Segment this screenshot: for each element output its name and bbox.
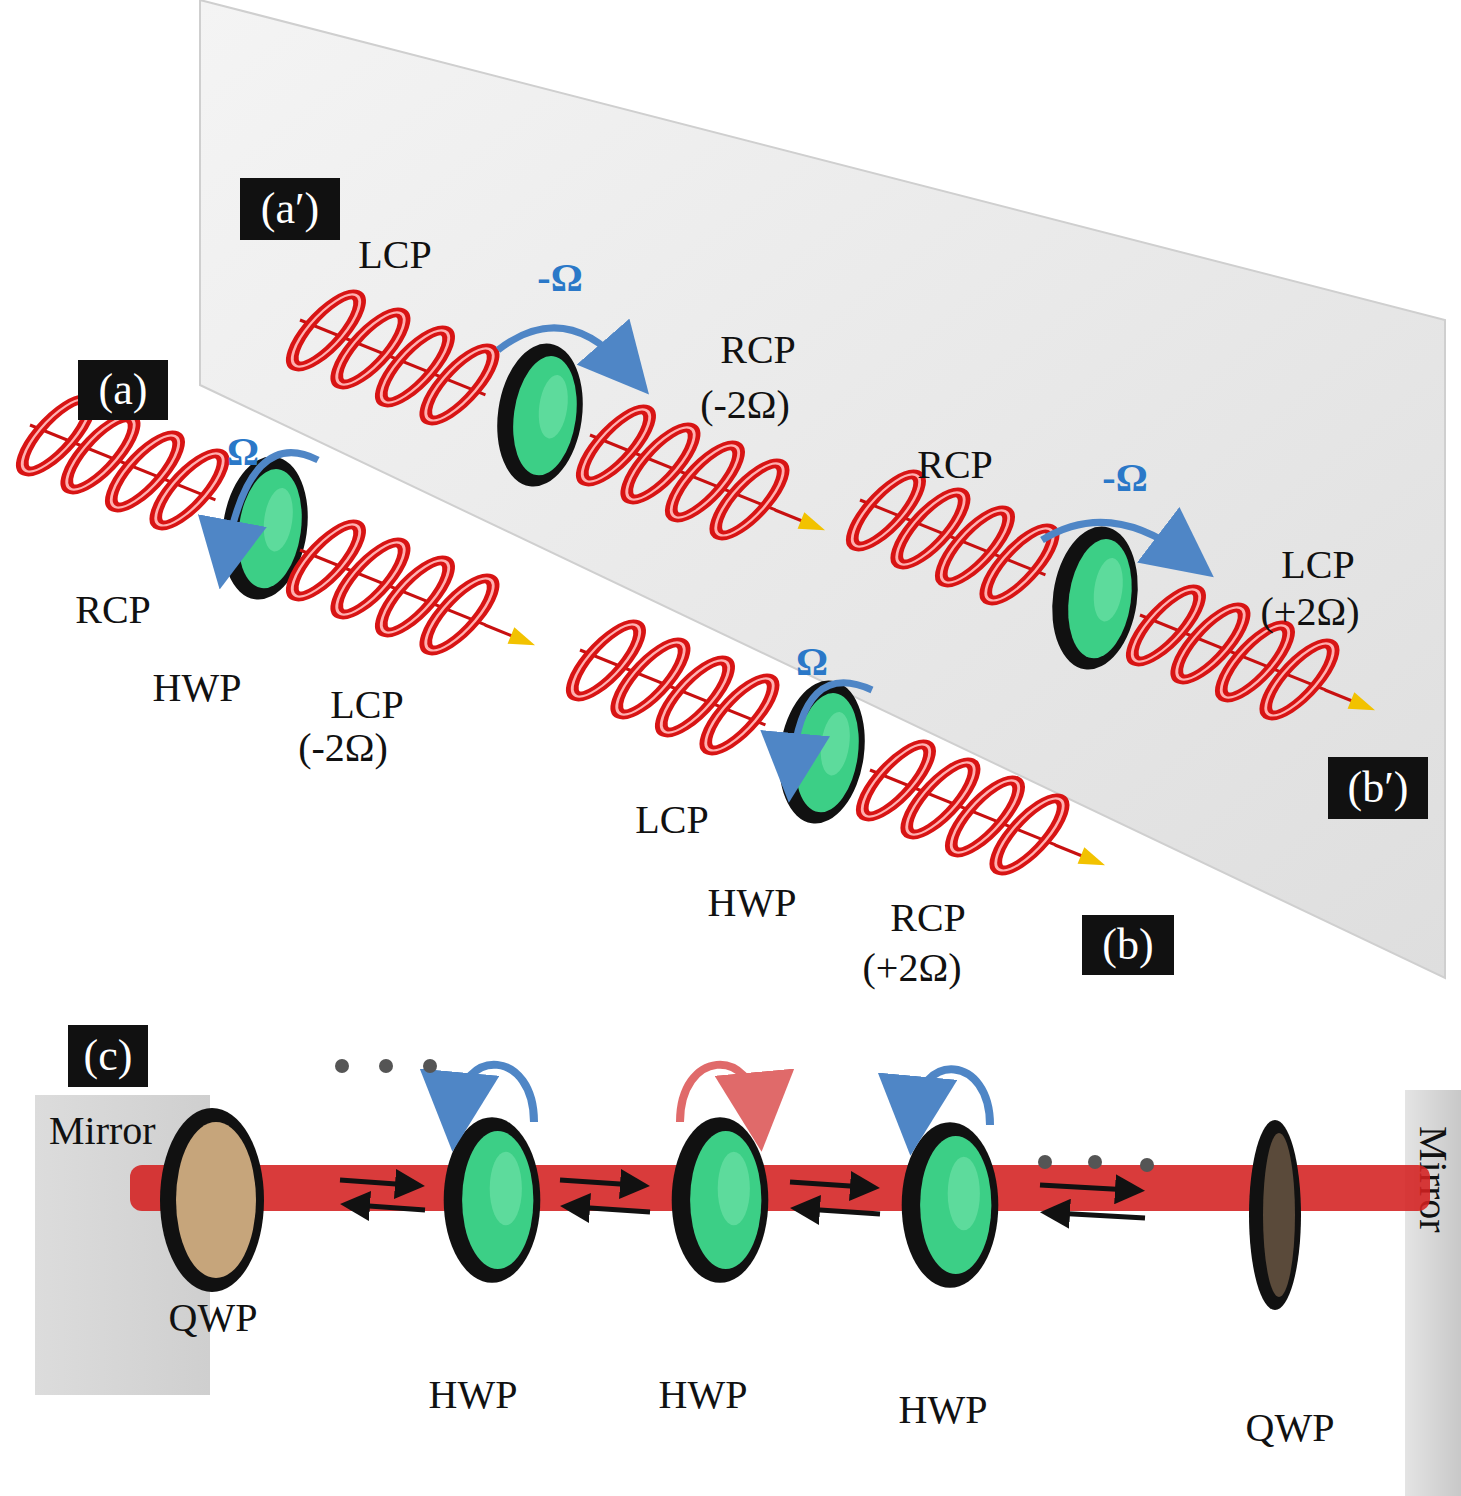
optics-label: LCP	[358, 235, 431, 275]
propagation-arrow	[482, 617, 539, 654]
rotation-arrow	[456, 1065, 534, 1122]
half-wave-plate	[1043, 521, 1146, 675]
mirror-plate: Mirror	[35, 1095, 210, 1395]
dot	[335, 1059, 349, 1073]
half-wave-plate	[213, 451, 316, 605]
optics-label: (-2Ω)	[298, 728, 388, 768]
optics-label: HWP	[708, 883, 797, 923]
mirror-plate: Mirror	[1405, 1090, 1461, 1496]
plate-crystal	[1263, 1133, 1295, 1297]
dot	[1038, 1155, 1052, 1169]
rcp-output-beam	[850, 728, 1075, 887]
optics-label: HWP	[429, 1375, 518, 1415]
forward-arrow	[340, 1180, 410, 1185]
dot	[1140, 1158, 1154, 1172]
rotation-arrow	[498, 328, 626, 368]
plate-rim	[1249, 1120, 1301, 1310]
half-wave-plate	[902, 1122, 999, 1288]
half-wave-plate	[444, 1117, 541, 1283]
mirror-label: Mirror	[49, 1108, 156, 1153]
panel-label: (a′)	[261, 187, 319, 231]
backward-arrow	[1055, 1213, 1145, 1218]
optics-label: QWP	[169, 1298, 258, 1338]
propagation-arrow	[772, 502, 829, 539]
backward-arrow	[355, 1205, 425, 1210]
backward-arrow	[575, 1207, 650, 1212]
optics-label: (-2Ω)	[700, 385, 790, 425]
propagation-arrow	[1052, 837, 1109, 874]
half-wave-plate	[672, 1117, 769, 1283]
optics-label: LCP	[1281, 545, 1354, 585]
panel-tag: (b′)	[1328, 757, 1428, 819]
optics-label: HWP	[899, 1390, 988, 1430]
panel-tag: (c)	[68, 1025, 148, 1087]
optics-label: LCP	[330, 685, 403, 725]
propagation-arrows	[340, 1180, 1145, 1218]
rotation-rate: Ω	[227, 432, 259, 472]
propagation-arrow	[1322, 682, 1379, 719]
optics-label: HWP	[153, 668, 242, 708]
background-plane	[200, 0, 1445, 978]
optics-label: RCP	[917, 445, 993, 485]
panel-label: (b)	[1102, 923, 1153, 967]
lcp-output-beam	[280, 508, 505, 667]
rotation-rate: -Ω	[1102, 458, 1147, 498]
forward-arrow	[790, 1182, 865, 1187]
rotation-arrow	[680, 1065, 758, 1122]
optics-label: HWP	[659, 1375, 748, 1415]
laser-beam	[130, 1165, 1430, 1211]
dot	[423, 1059, 437, 1073]
rotation-arrow	[914, 1069, 990, 1125]
ellipsis-dots	[335, 1059, 1154, 1172]
optics-label: RCP	[75, 590, 151, 630]
rotation-arrow	[1042, 522, 1186, 556]
panel-label: (c)	[84, 1034, 133, 1078]
panel-tag: (a)	[78, 360, 168, 420]
rotation-arrow	[792, 683, 872, 768]
optics-label: RCP	[890, 898, 966, 938]
optics-label: (+2Ω)	[1261, 592, 1360, 632]
optics-label: RCP	[720, 330, 796, 370]
rotation-rate: Ω	[796, 642, 828, 682]
forward-arrow	[560, 1180, 635, 1185]
dot	[1088, 1155, 1102, 1169]
dot	[379, 1059, 393, 1073]
half-wave-plate	[488, 338, 591, 492]
mirror-label: Mirror	[1410, 1126, 1457, 1233]
optics-label: (+2Ω)	[863, 948, 962, 988]
optics-label: QWP	[1246, 1408, 1335, 1448]
backward-arrow	[805, 1209, 880, 1214]
lcp-input-beam	[280, 278, 505, 437]
panel-label: (b′)	[1348, 766, 1409, 810]
panel-tag: (b)	[1082, 915, 1174, 975]
panel-label: (a)	[99, 368, 148, 412]
lcp-input-beam	[560, 608, 785, 767]
quarter-wave-plate	[1249, 1120, 1301, 1310]
forward-arrow	[1040, 1185, 1130, 1190]
optics-label: LCP	[635, 800, 708, 840]
rotation-rate: -Ω	[537, 258, 582, 298]
half-wave-plate	[770, 675, 873, 829]
panel-tag: (a′)	[240, 178, 340, 240]
